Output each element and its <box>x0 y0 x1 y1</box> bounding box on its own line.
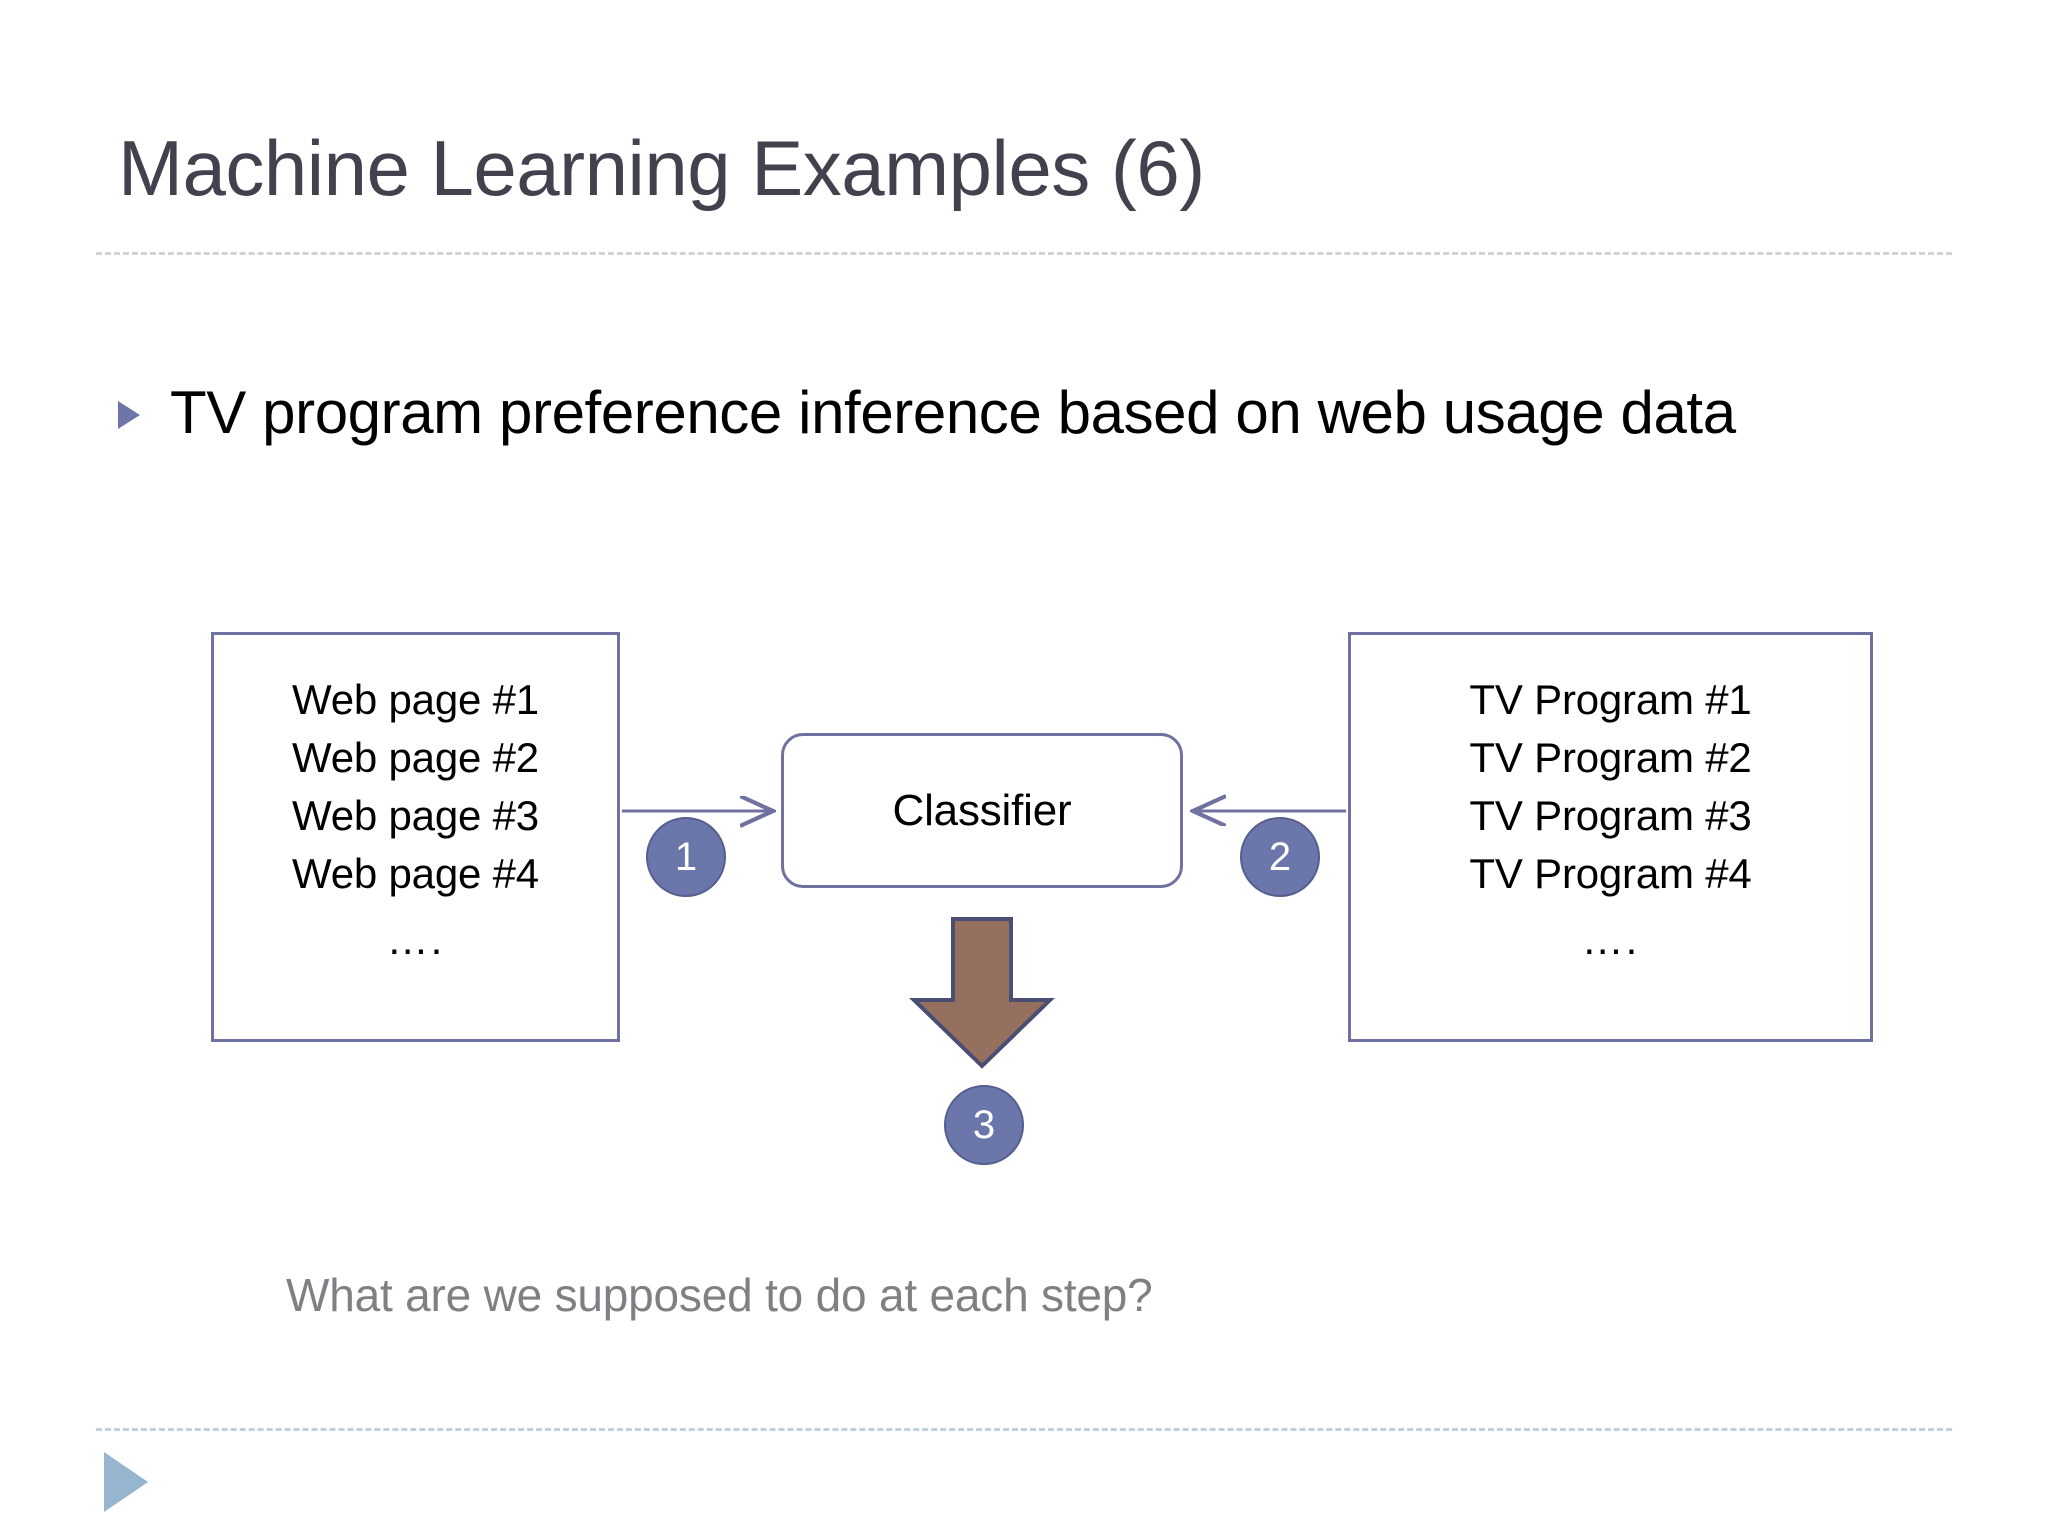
list-item: Web page #2 <box>292 734 539 781</box>
list-item: TV Program #3 <box>1469 792 1752 839</box>
footer-divider <box>96 1428 1952 1431</box>
triangle-bullet-icon <box>118 400 140 429</box>
list-ellipsis: …. <box>386 916 445 963</box>
title-divider <box>96 252 1952 255</box>
bullet-text: TV program preference inference based on… <box>170 379 1736 446</box>
list-item: Web page #1 <box>292 676 539 723</box>
classifier-output-arrow <box>909 917 1055 1069</box>
page-title: Machine Learning Examples (6) <box>118 124 1205 212</box>
list-item: Web page #3 <box>292 792 539 839</box>
web-pages-box: Web page #1 Web page #2 Web page #3 Web … <box>211 632 620 1042</box>
list-ellipsis: …. <box>1581 916 1640 963</box>
tv-programs-box: TV Program #1 TV Program #2 TV Program #… <box>1348 632 1873 1042</box>
bullet-row: TV program preference inference based on… <box>118 378 1736 447</box>
diagram-caption: What are we supposed to do at each step? <box>286 1269 1153 1321</box>
footer-triangle-icon <box>104 1452 148 1512</box>
classifier-box: Classifier <box>781 733 1183 888</box>
classifier-label: Classifier <box>892 785 1072 835</box>
step-badge-2: 2 <box>1240 817 1320 897</box>
list-item: Web page #4 <box>292 850 539 897</box>
step-badge-3: 3 <box>944 1085 1024 1165</box>
list-item: TV Program #4 <box>1469 850 1752 897</box>
list-item: TV Program #2 <box>1469 734 1752 781</box>
list-item: TV Program #1 <box>1469 676 1752 723</box>
step-badge-1: 1 <box>646 817 726 897</box>
